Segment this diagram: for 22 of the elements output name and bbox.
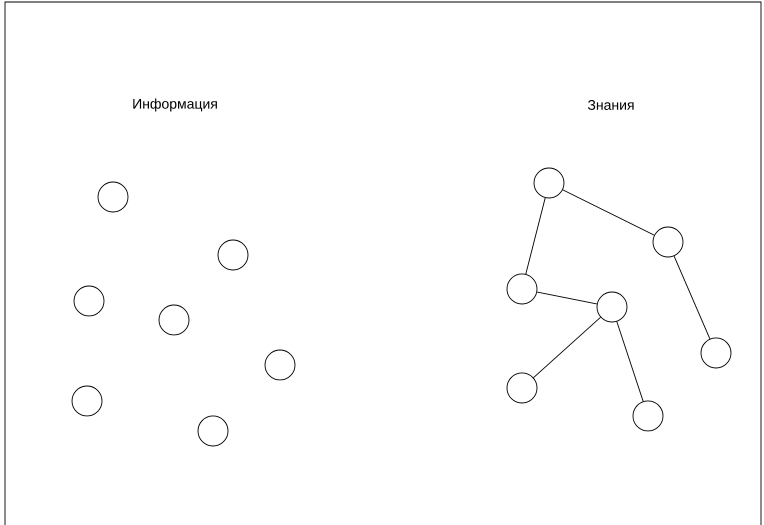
connector-line	[525, 198, 546, 274]
circle	[218, 240, 248, 270]
heading: Информация	[133, 98, 217, 112]
circle	[506, 372, 538, 404]
connector-line	[616, 321, 644, 402]
connector-line	[674, 256, 710, 340]
circle	[198, 416, 228, 446]
heading: Знания	[588, 100, 634, 110]
circle	[632, 400, 664, 432]
circle	[700, 338, 732, 368]
connector-line	[562, 189, 655, 236]
circle	[652, 226, 684, 258]
circle	[264, 350, 296, 380]
circle	[158, 304, 190, 336]
circle	[72, 386, 102, 416]
circle	[74, 286, 104, 316]
circle	[534, 168, 564, 198]
connector-line	[533, 316, 601, 378]
circle	[596, 292, 628, 322]
circle	[98, 182, 128, 212]
circle	[506, 274, 538, 304]
connector-line	[536, 292, 598, 304]
